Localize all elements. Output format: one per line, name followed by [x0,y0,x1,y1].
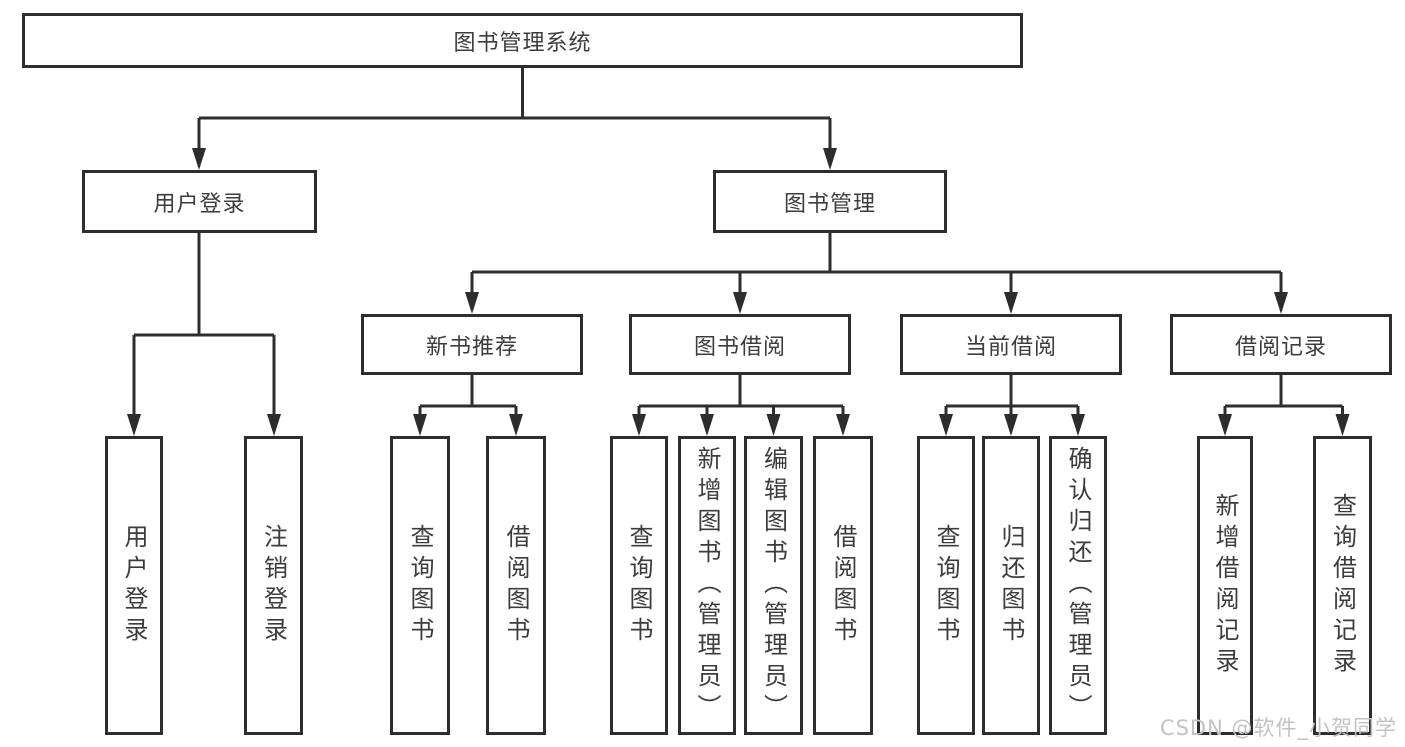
node-label: 用户登录 [120,523,148,648]
node-label: 查询图书 [406,523,434,648]
leaf-query-borrow-record: 查询借阅记录 [1313,436,1372,735]
node-new-book-recommendation: 新书推荐 [361,314,583,375]
node-label: 新增借阅记录 [1211,492,1239,679]
leaf-logout: 注销登录 [244,436,303,735]
node-label: 确认归还（管理员） [1064,446,1092,725]
node-label: 借阅图书 [502,523,530,648]
node-label: 归还图书 [997,523,1025,648]
node-label: 图书借阅 [693,334,786,360]
node-label: 借阅记录 [1234,334,1327,360]
leaf-query-books-borrowing: 查询图书 [610,436,668,735]
node-label: 新增图书（管理员） [693,446,721,725]
node-label: 查询图书 [932,523,960,648]
node-label: 当前借阅 [964,334,1057,360]
leaf-return-books: 归还图书 [982,436,1040,735]
node-label: 图书管理系统 [453,30,592,56]
node-label: 查询图书 [625,523,653,648]
node-borrowing-records: 借阅记录 [1170,314,1392,375]
node-label: 编辑图书（管理员） [759,446,788,725]
leaf-borrow-books-recommend: 借阅图书 [486,436,546,735]
node-label: 借阅图书 [829,523,857,648]
leaf-query-books-recommend: 查询图书 [390,436,450,735]
node-label: 图书管理 [783,191,876,217]
node-user-login: 用户登录 [82,170,317,233]
node-label: 用户登录 [153,191,246,217]
leaf-add-books-admin: 新增图书（管理员） [678,436,736,735]
node-book-borrowing: 图书借阅 [629,314,851,375]
leaf-add-borrow-record: 新增借阅记录 [1197,436,1253,735]
node-library-management-system: 图书管理系统 [22,13,1023,68]
leaf-query-books-current: 查询图书 [917,436,975,735]
leaf-confirm-return-admin: 确认归还（管理员） [1049,436,1107,735]
leaf-borrow-books-borrowing: 借阅图书 [813,436,873,735]
node-label: 查询借阅记录 [1328,492,1357,679]
leaf-edit-books-admin: 编辑图书（管理员） [744,436,803,735]
leaf-user-login: 用户登录 [105,436,163,735]
node-label: 新书推荐 [425,334,518,360]
node-book-management: 图书管理 [713,170,947,233]
node-label: 注销登录 [259,523,288,648]
csdn-watermark: CSDN @软件_小贺同学 [1159,716,1397,740]
node-current-borrowing: 当前借阅 [900,314,1122,375]
